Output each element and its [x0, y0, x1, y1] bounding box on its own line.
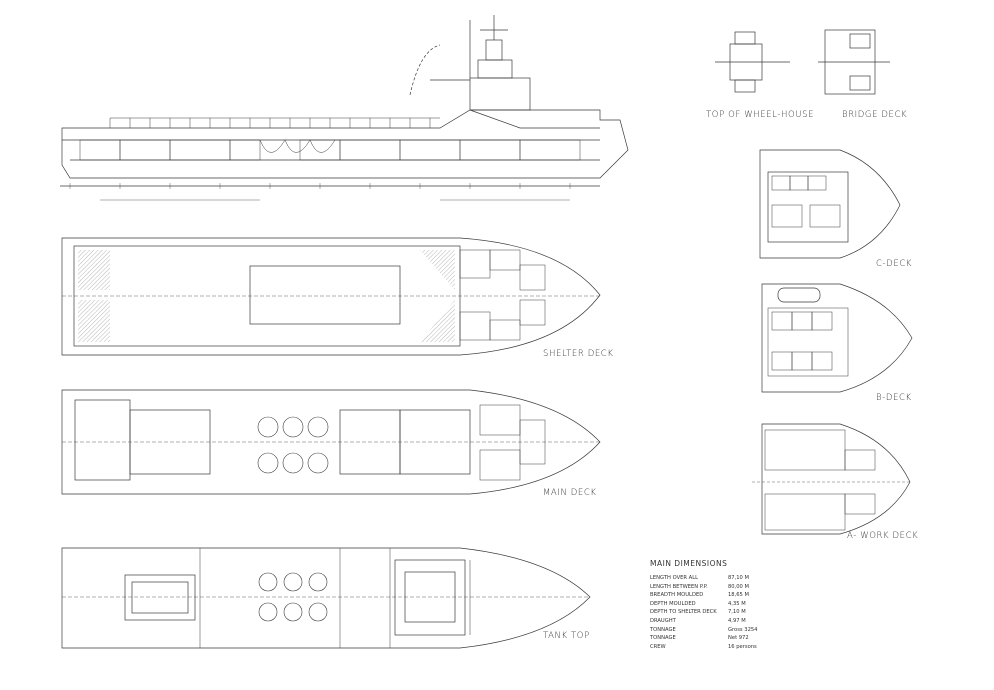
a-work-deck-label: A- WORK DECK	[847, 531, 919, 541]
c-deck-label: C-DECK	[876, 259, 913, 269]
b-deck-label: B-DECK	[876, 393, 912, 403]
a-work-deck-plan	[752, 423, 912, 535]
dimension-row: LENGTH BETWEEN P.P.80,00 M	[650, 583, 749, 590]
main-dimensions-title: MAIN DIMENSIONS	[650, 559, 728, 568]
bridge-deck-plan	[818, 29, 890, 95]
top-of-wheel-house-plan	[715, 31, 790, 93]
shelter-deck-plan	[61, 237, 601, 356]
bridge-deck-label: BRIDGE DECK	[842, 110, 908, 120]
main-deck-plan	[61, 389, 601, 495]
tank-top-plan	[61, 547, 591, 649]
b-deck-plan	[761, 283, 913, 393]
c-deck-plan	[759, 149, 901, 259]
top-of-wheel-house-label: TOP OF WHEEL-HOUSE	[706, 110, 815, 120]
main-deck-label: MAIN DECK	[543, 488, 597, 498]
profile-view	[60, 15, 629, 201]
tank-top-label: TANK TOP	[543, 631, 590, 641]
shelter-deck-label: SHELTER DECK	[543, 349, 614, 359]
